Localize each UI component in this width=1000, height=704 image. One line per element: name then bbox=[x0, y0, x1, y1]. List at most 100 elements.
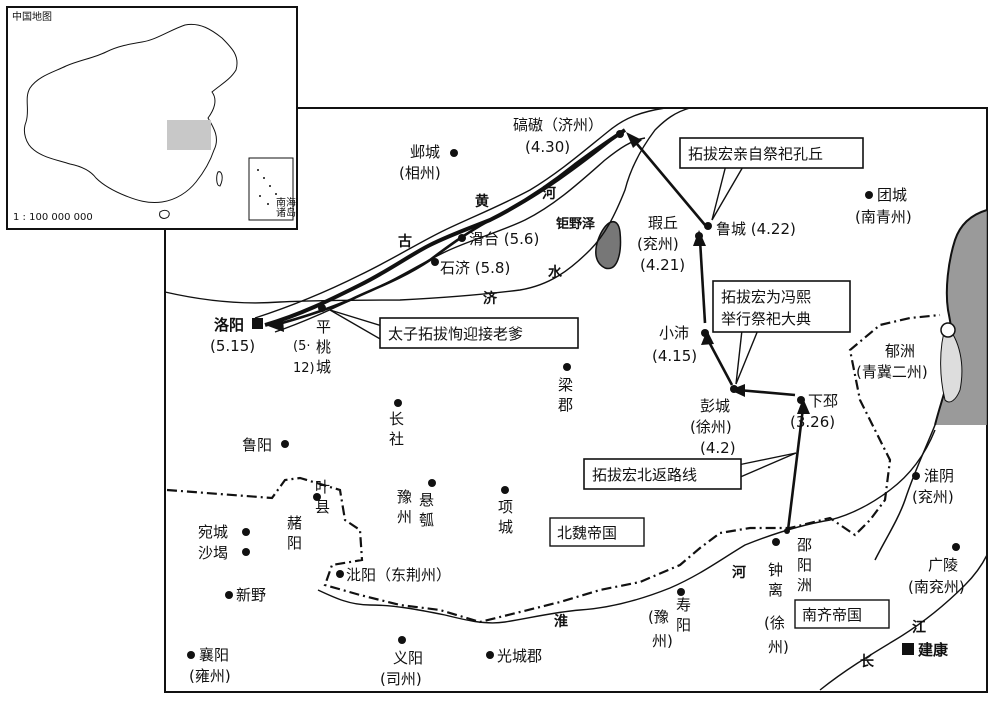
label-changshe-2: 社 bbox=[389, 430, 404, 448]
label-liangjun-2: 郡 bbox=[558, 396, 573, 414]
label-shiji: 石济 (5.8) bbox=[440, 259, 510, 277]
dot-guangchengjun bbox=[486, 651, 494, 659]
label-tuancheng-1: 团城 bbox=[877, 186, 907, 204]
state-nanqi-text: 南齐帝国 bbox=[802, 606, 862, 624]
yangtze-river bbox=[819, 554, 988, 691]
label-yexian-1: 叶 bbox=[315, 478, 330, 496]
callout-taizi-text: 太子拓拔恂迎接老爹 bbox=[388, 325, 523, 343]
label-shouyang-1: 寿 bbox=[676, 596, 691, 614]
label-pingtao-1: 平 bbox=[316, 318, 331, 336]
label-jiankang: 建康 bbox=[918, 641, 949, 659]
label-xiangcheng-1: 项 bbox=[498, 498, 513, 516]
label-xiangcheng-2: 城 bbox=[498, 518, 513, 536]
label-ji-2: 水 bbox=[548, 264, 563, 281]
return-route bbox=[274, 135, 805, 531]
label-xiaqiu-2: (兖州) bbox=[637, 235, 679, 253]
dot-shaoyang bbox=[784, 528, 790, 534]
label-huang-2: 河 bbox=[542, 185, 556, 202]
inset-sea-islands bbox=[257, 169, 277, 205]
dot-yexian bbox=[313, 493, 321, 501]
label-xuanhu-zhou-1: 豫 bbox=[397, 488, 412, 506]
label-luoyang-2: (5.15) bbox=[210, 337, 255, 355]
label-ji-1: 济 bbox=[483, 290, 498, 307]
label-qiao-1: 碻磝（济州） bbox=[513, 116, 603, 134]
route-arrowheads bbox=[268, 132, 810, 414]
label-guangling-1: 广陵 bbox=[928, 556, 958, 574]
state-beiwei-text: 北魏帝国 bbox=[557, 524, 617, 542]
label-qiao-2: (4.30) bbox=[525, 138, 570, 156]
place-dots bbox=[187, 130, 960, 659]
label-huai-1: 淮 bbox=[554, 613, 568, 630]
label-yuzhou-2: (青冀二州) bbox=[856, 363, 928, 381]
dot-pingtao bbox=[318, 304, 326, 312]
label-xiapi-1: 下邳 bbox=[808, 392, 838, 410]
label-xiaopei-1: 小沛 bbox=[659, 324, 689, 342]
label-guangchengjun: 光城郡 bbox=[497, 647, 542, 665]
label-shouyang-zhou-2: 州) bbox=[652, 632, 673, 650]
dot-huatai bbox=[458, 234, 466, 242]
label-jiang-1: 江 bbox=[912, 619, 926, 636]
dot-huaiyin bbox=[912, 472, 920, 480]
label-xiapi-2: (3.26) bbox=[790, 413, 835, 431]
callout-fengxi-text-2: 举行祭祀大典 bbox=[721, 310, 811, 328]
label-huaiyin-2: (兖州) bbox=[912, 488, 954, 506]
label-huaiyin-1: 淮阴 bbox=[924, 467, 954, 485]
label-yecheng-1: 邺城 bbox=[410, 143, 440, 161]
dot-wancheng bbox=[242, 528, 250, 536]
label-huatai: 滑台 (5.6) bbox=[469, 230, 539, 248]
label-xiaopei-2: (4.15) bbox=[652, 347, 697, 365]
dot-changshe bbox=[394, 399, 402, 407]
dot-xuanhu bbox=[428, 479, 436, 487]
dot-guangling bbox=[952, 543, 960, 551]
dot-xiaqiu bbox=[695, 232, 703, 240]
dot-zhongli bbox=[772, 538, 780, 546]
inset-scale: 1 : 100 000 000 bbox=[13, 212, 93, 223]
dot-xiapi bbox=[797, 396, 805, 404]
label-pengcheng-1: 彭城 bbox=[700, 397, 730, 415]
callout-kongqiu: 拓拔宏亲自祭祀孔丘 bbox=[679, 137, 864, 221]
dot-yecheng bbox=[450, 149, 458, 157]
label-wancheng: 宛城 bbox=[198, 523, 228, 541]
label-pengcheng-2: (徐州) bbox=[690, 418, 732, 436]
label-gu: 古 bbox=[398, 233, 412, 250]
callout-fengxi-text-1: 拓拔宏为冯熙 bbox=[721, 288, 811, 306]
label-yiyang-1: 义阳 bbox=[393, 649, 423, 667]
inset-china-outline bbox=[23, 23, 238, 203]
label-pingtao-date-1: (5· bbox=[293, 339, 310, 354]
label-biyang: 沘阳（东荆州） bbox=[346, 566, 451, 584]
label-zhongli-1: 钟 bbox=[768, 561, 783, 579]
label-huang-1: 黄 bbox=[475, 193, 489, 210]
label-tuancheng-2: (南青州) bbox=[855, 208, 912, 226]
callout-fengxi: 拓拔宏为冯熙 举行祭祀大典 bbox=[712, 280, 851, 385]
dot-luyang bbox=[281, 440, 289, 448]
dot-xiangcheng bbox=[501, 486, 509, 494]
east-sea bbox=[874, 209, 988, 561]
label-xiaqiu-3: (4.21) bbox=[640, 256, 685, 274]
label-yexian-2: 县 bbox=[315, 498, 330, 516]
dot-pengcheng bbox=[730, 385, 738, 393]
main-map-frame bbox=[164, 107, 988, 693]
label-xuanhu-1: 悬 bbox=[419, 491, 434, 509]
label-juye: 钜野泽 bbox=[556, 216, 596, 232]
inset-highlight bbox=[167, 120, 211, 150]
label-xiangyang-1: 襄阳 bbox=[199, 646, 229, 664]
inset-title: 中国地图 bbox=[12, 10, 52, 23]
state-border bbox=[166, 313, 941, 624]
label-pingtao-date-2: 12) bbox=[293, 361, 315, 376]
capital-jiankang bbox=[902, 643, 914, 655]
inset-sea-label-1: 南海 bbox=[276, 196, 296, 209]
label-liangjun-1: 梁 bbox=[558, 376, 573, 394]
label-zhongli-zhou-2: 州) bbox=[768, 638, 789, 656]
label-yiyang-2: (司州) bbox=[380, 670, 422, 688]
label-guangling-2: (南兖州) bbox=[908, 578, 965, 596]
dot-xiaopei bbox=[701, 329, 709, 337]
label-xiaqiu-1: 瑕丘 bbox=[648, 214, 678, 232]
label-xuanhu-2: 瓠 bbox=[419, 511, 434, 529]
inset-sea-box bbox=[248, 157, 294, 221]
label-shouyang-zhou-1: (豫 bbox=[648, 608, 669, 626]
label-zhongli-2: 离 bbox=[768, 581, 783, 599]
dot-shiji bbox=[431, 258, 439, 266]
label-shouyang-2: 阳 bbox=[676, 616, 691, 634]
label-xinye: 新野 bbox=[236, 586, 266, 604]
